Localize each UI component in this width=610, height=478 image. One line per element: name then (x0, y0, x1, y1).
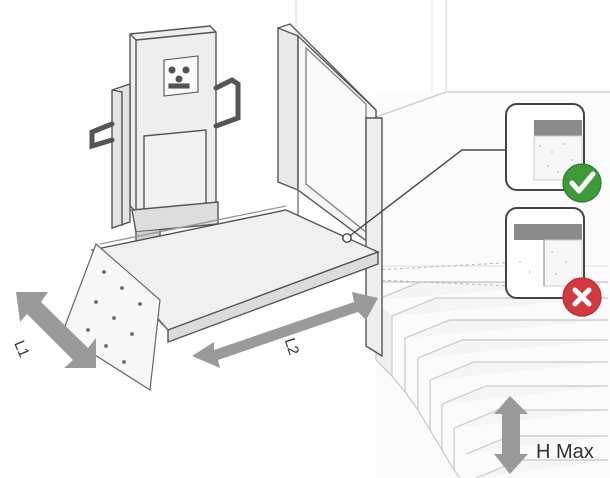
callout-lines (342, 149, 506, 243)
h-max-label: H Max (536, 441, 594, 463)
correct-detail-box (505, 103, 585, 191)
l1-arrow (16, 292, 96, 368)
h-max-arrow (494, 396, 528, 474)
l2-arrow (192, 292, 378, 368)
close-icon (562, 277, 602, 317)
control-panel-icon (163, 55, 199, 97)
folding-ramp (61, 242, 161, 392)
lift-column (111, 25, 219, 247)
check-icon (562, 163, 602, 203)
dashed-guide (375, 261, 561, 289)
lift-platform (90, 205, 380, 344)
gate (277, 23, 383, 358)
incorrect-detail-box (505, 207, 585, 299)
handrail (89, 77, 241, 150)
